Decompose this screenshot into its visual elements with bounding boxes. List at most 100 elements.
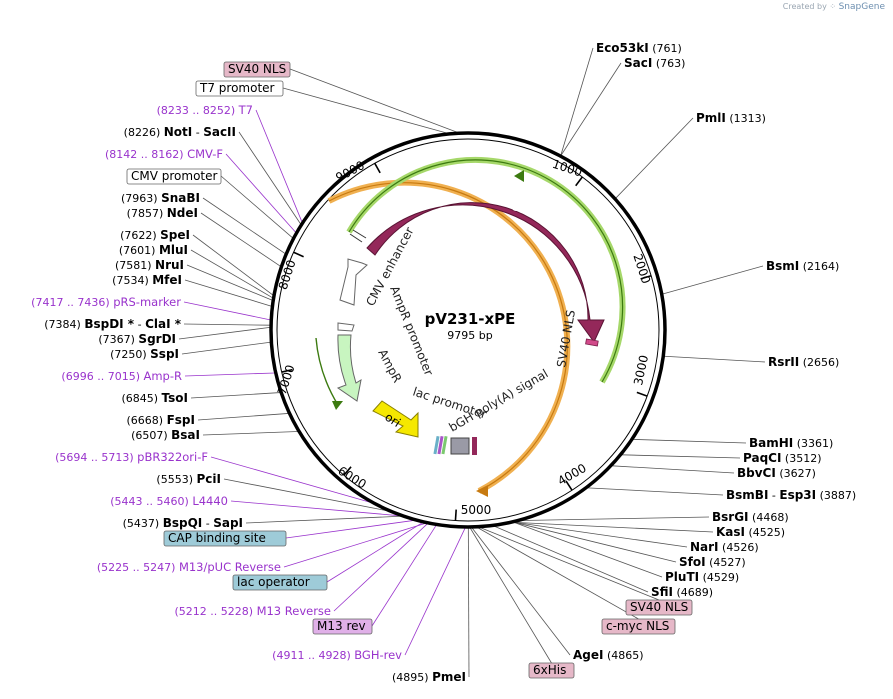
kasi-label: KasI (4525)	[716, 525, 785, 539]
leader-line	[633, 438, 747, 444]
cmv-f-label: (8142 .. 8162) CMV-F	[105, 147, 223, 161]
tick-mark	[281, 368, 293, 373]
primer-label: (7417 .. 7436) pRS-marker	[31, 295, 181, 309]
small-feature-stripe-b	[437, 435, 444, 455]
leader-line	[238, 131, 302, 225]
tag-text: lac operator	[237, 575, 310, 589]
site-label: (7857) NdeI	[127, 206, 198, 220]
leader-line	[615, 117, 694, 199]
sv40-nls-tag-bottom-label: SV40 NLS	[625, 599, 693, 616]
sfoi-label: SfoI (4527)	[679, 555, 746, 569]
snapgene-logo-icon: ⁘	[829, 2, 837, 11]
bsmi-label: BsmI (2164)	[766, 259, 839, 273]
leader-line	[255, 109, 303, 223]
green-left-arrow	[315, 337, 339, 406]
site-label: (7250) SspI	[110, 347, 179, 361]
spei-label: (7622) SpeI	[120, 228, 190, 242]
primer-label: (8142 .. 8162) CMV-F	[105, 147, 223, 161]
leader-line	[184, 279, 272, 307]
leader-line	[471, 527, 571, 656]
leader-line	[514, 522, 677, 563]
label-box	[163, 530, 287, 547]
bsmbi-esp3i-label: BsmBI - Esp3I (3887)	[726, 488, 856, 502]
leader-line	[223, 478, 388, 512]
paqci-label: PaqCI (3512)	[743, 451, 822, 465]
leader-line	[621, 454, 741, 459]
cas9-feature	[366, 202, 605, 343]
leader-line	[480, 527, 660, 601]
m13-rev-label: M13 rev	[312, 618, 373, 635]
bspdi-clai-label: (7384) BspDI * - ClaI *	[44, 317, 181, 331]
leader-line	[190, 249, 273, 299]
tick-mark	[640, 275, 652, 280]
site-label: (7581) NruI	[115, 258, 184, 272]
site-label: SacI (763)	[624, 56, 685, 70]
backbone-outer-circle	[269, 131, 667, 529]
credit-brand: SnapGene	[838, 2, 885, 12]
snabi-label: (7963) SnaBI	[121, 191, 200, 205]
leader-line	[210, 456, 371, 503]
nrui-label: (7581) NruI	[115, 258, 184, 272]
ampr-label: AmpR	[375, 347, 404, 385]
sfii-label: SfiI (4689)	[651, 585, 713, 599]
site-label: PluTI (4529)	[665, 570, 739, 584]
leader-line	[477, 527, 639, 620]
cap-binding-site-label: CAP binding site	[163, 530, 287, 547]
leader-line	[190, 392, 281, 399]
mfei-label: (7534) MfeI	[112, 273, 182, 287]
tag-text: c-myc NLS	[606, 619, 669, 633]
leader-line	[184, 372, 275, 377]
label-box	[195, 80, 284, 97]
site-label: BbvCI (3627)	[737, 466, 816, 480]
bgh-rev-label: (4911 .. 4928) BGH-rev	[272, 648, 402, 662]
leader-line	[220, 175, 293, 239]
label-box	[126, 168, 222, 185]
tick-label: 4000	[555, 461, 588, 488]
tick-label: 8000	[276, 258, 299, 291]
leader-line	[225, 153, 297, 233]
label-box	[601, 618, 676, 635]
leader-line	[560, 47, 594, 156]
site-label: BsrGI (4468)	[712, 510, 789, 524]
leader-line	[283, 522, 426, 568]
tick-mark	[343, 466, 352, 476]
leader-line	[183, 323, 271, 326]
site-label: (7622) SpeI	[120, 228, 190, 242]
site-label: (7601) MluI	[119, 243, 188, 257]
m13-reverse-label: (5212 .. 5228) M13 Reverse	[175, 604, 332, 618]
leader-line	[181, 341, 271, 355]
tick-label: 1000	[551, 157, 584, 180]
leader-line	[202, 431, 299, 436]
rsrii-label: RsrII (2656)	[768, 355, 839, 369]
tick-mark	[636, 391, 648, 397]
leader-line	[467, 527, 470, 678]
tick-mark	[293, 251, 304, 258]
tag-text: T7 promoter	[199, 81, 275, 95]
agei-label: AgeI (4865)	[573, 648, 644, 662]
tag-text: CMV promoter	[131, 169, 218, 183]
site-label: (7384) BspDI * - ClaI *	[44, 317, 181, 331]
tick-label: 3000	[631, 354, 651, 387]
site-label: (8226) NotI - SacII	[124, 125, 236, 139]
site-label: (5437) BspQI - SapI	[123, 516, 243, 530]
feature-tick-b	[352, 229, 367, 239]
saci-label: SacI (763)	[624, 56, 685, 70]
leader-line	[289, 68, 458, 133]
lac-operator-label: lac operator	[232, 574, 328, 591]
leader-line	[514, 522, 688, 548]
primer-label: (8233 .. 8252) T7	[157, 103, 253, 117]
tag-text: 6xHis	[533, 663, 566, 677]
leader-line	[521, 516, 710, 521]
site-label: (6668) FspI	[127, 413, 195, 427]
feature-tick-a	[349, 233, 363, 243]
label-box	[232, 574, 328, 591]
site-label: AgeI (4865)	[573, 648, 644, 662]
sv40-nls-inner-label: SV40 NLS	[554, 309, 578, 369]
lac-promoter-inner-label: lac promoter	[411, 385, 488, 422]
site-label: (4895) PmeI	[392, 670, 466, 684]
ndei-label: (7857) NdeI	[127, 206, 198, 220]
leader-line	[662, 265, 764, 295]
six-his-label: 6xHis	[528, 662, 575, 679]
bsai-label: (6507) BsaI	[131, 428, 200, 442]
